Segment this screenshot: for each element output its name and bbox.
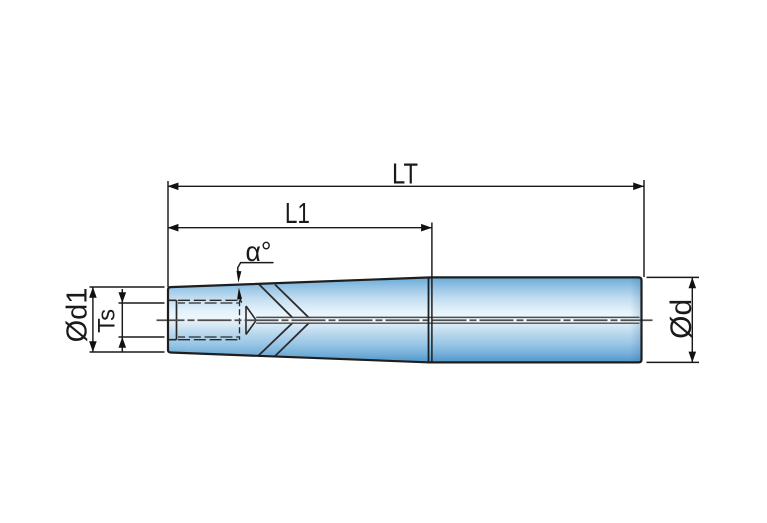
svg-text:Ød1: Ød1 bbox=[61, 288, 93, 343]
svg-text:Ts: Ts bbox=[94, 309, 121, 333]
svg-text:LT: LT bbox=[392, 157, 418, 190]
svg-text:α°: α° bbox=[245, 235, 271, 267]
svg-text:L1: L1 bbox=[285, 196, 310, 229]
svg-text:Ød: Ød bbox=[665, 299, 698, 339]
